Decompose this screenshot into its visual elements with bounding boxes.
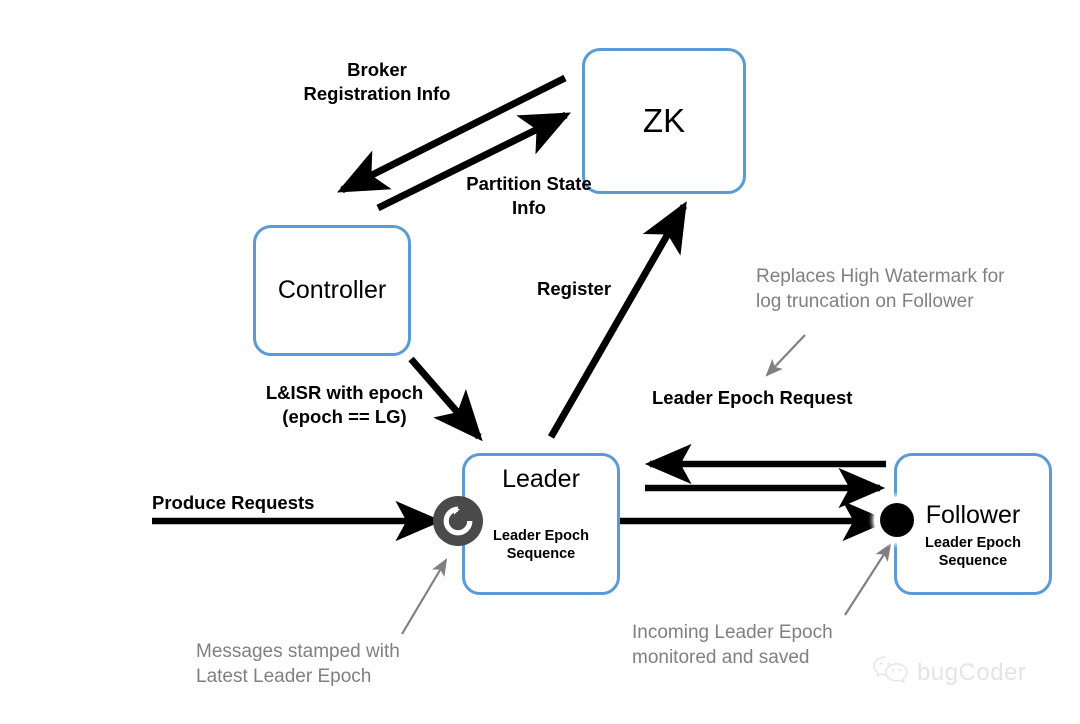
label-leader-and-isr: L&ISR with epoch (epoch == LG)	[265, 382, 424, 428]
pointer-messages-stamped	[401, 558, 448, 635]
pointer-replaces-high-watermark	[765, 334, 806, 377]
arrow-controller-to-leader	[408, 356, 483, 442]
annotation-messages-stamped: Messages stamped with Latest Leader Epoc…	[196, 641, 400, 688]
label-produce-requests: Produce Requests	[152, 492, 315, 513]
pointer-incoming-leader-epoch	[844, 543, 892, 616]
node-controller[interactable]: Controller	[253, 225, 411, 356]
node-follower-subtitle: Leader Epoch Sequence	[925, 535, 1021, 570]
node-follower[interactable]: Follower Leader Epoch Sequence	[894, 453, 1052, 595]
node-leader-title: Leader	[502, 465, 580, 493]
node-follower-title: Follower	[925, 501, 1021, 529]
label-leader-epoch-request: Leader Epoch Request	[652, 387, 853, 408]
arrow-leader-to-zk-register	[547, 201, 688, 439]
node-zk-title: ZK	[642, 101, 686, 139]
filled-circle-dot	[880, 503, 914, 537]
node-leader-subtitle: Leader Epoch Sequence	[493, 528, 589, 563]
node-zk[interactable]: ZK	[582, 48, 746, 194]
refresh-circle-icon	[433, 496, 483, 546]
filled-circle-icon	[874, 497, 920, 543]
annotation-incoming-leader-epoch: Incoming Leader Epoch monitored and save…	[632, 622, 833, 669]
label-partition-state-info: Partition State Info	[466, 173, 592, 219]
watermark: bugCoder	[872, 655, 1026, 690]
label-register: Register	[537, 278, 612, 299]
node-controller-title: Controller	[277, 276, 387, 305]
node-leader[interactable]: Leader Leader Epoch Sequence	[462, 453, 620, 595]
annotation-replaces-high-watermark: Replaces High Watermark for log truncati…	[756, 266, 1005, 313]
watermark-text: bugCoder	[917, 658, 1027, 686]
wechat-icon	[872, 655, 910, 690]
arrow-zk-to-controller	[336, 74, 567, 194]
arrow-controller-to-zk	[376, 111, 572, 212]
label-broker-registration-info: Broker Registration Info	[303, 59, 451, 105]
